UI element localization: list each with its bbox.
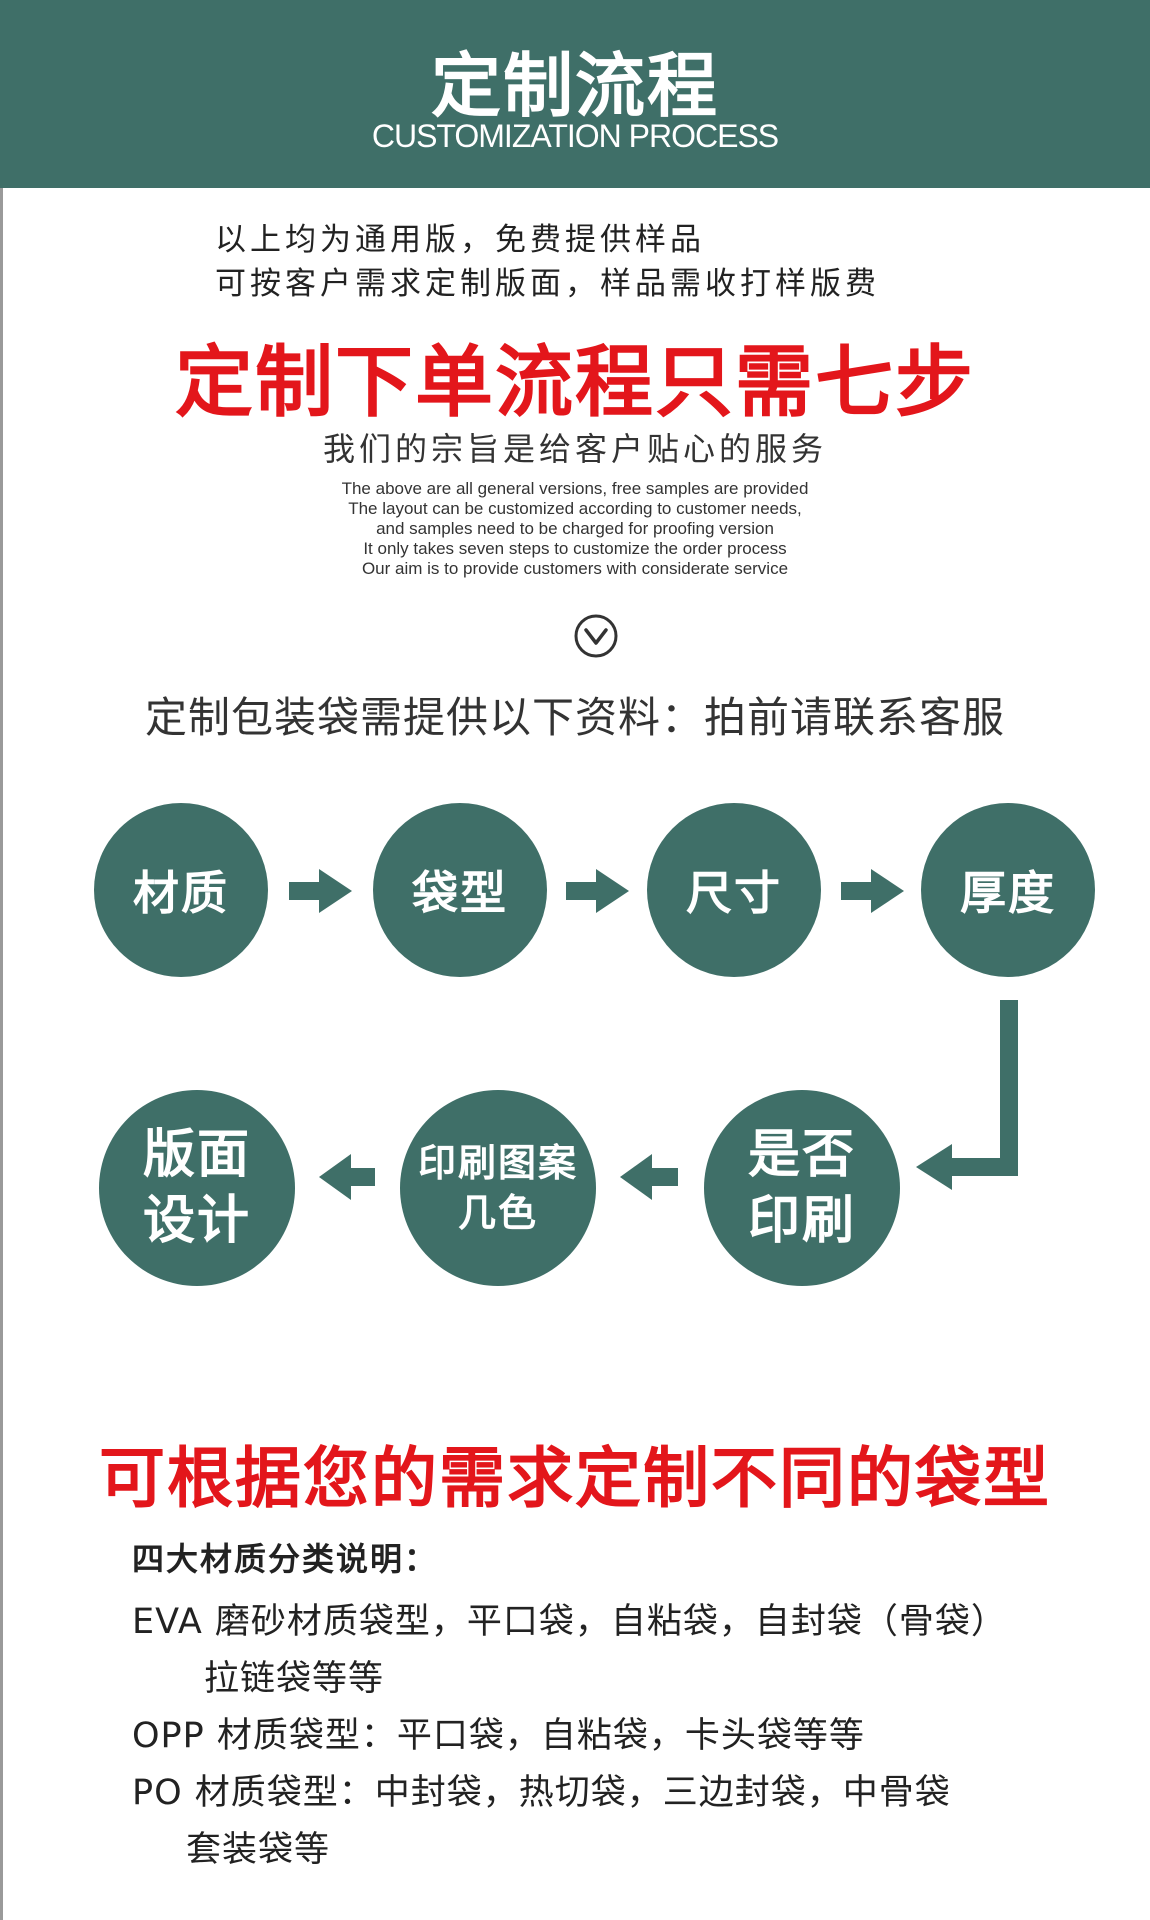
page-subtitle: CUSTOMIZATION PROCESS: [371, 118, 779, 154]
english-description: The above are all general versions, free…: [0, 479, 1150, 579]
english-line: It only takes seven steps to customize t…: [363, 539, 787, 558]
step-material: 材质: [94, 803, 268, 977]
step-label: 材质: [133, 866, 229, 920]
required-info-heading: 定制包装袋需提供以下资料：拍前请联系客服: [144, 693, 1005, 742]
materials-section: 四大材质分类说明： EVA 磨砂材质袋型，平口袋，自粘袋，自封袋（骨袋） 拉链袋…: [132, 1534, 1007, 1879]
step-label: 印刷: [747, 1191, 856, 1251]
material-eva-cont: 拉链袋等等: [204, 1659, 385, 1699]
step-bag-type: 袋型: [373, 803, 547, 977]
page-title: 定制流程: [431, 45, 719, 127]
service-aim: 我们的宗旨是给客户贴心的服务: [322, 430, 827, 468]
arrow-icon: [841, 869, 904, 913]
step-label: 袋型: [412, 866, 508, 920]
step-label: 尺寸: [686, 866, 782, 920]
material-po-cont: 套装袋等: [186, 1830, 331, 1870]
page-border: [0, 0, 3, 1920]
material-eva: EVA 磨砂材质袋型，平口袋，自粘袋，自封袋（骨袋）: [132, 1602, 1007, 1642]
english-line: and samples need to be charged for proof…: [376, 519, 774, 538]
material-po: PO 材质袋型：中封袋，热切袋，三边封袋，中骨袋: [132, 1773, 951, 1813]
materials-heading: 四大材质分类说明：: [132, 1540, 439, 1578]
step-label: 版面: [142, 1125, 251, 1185]
arrow-icon: [566, 869, 629, 913]
arrow-icon: [620, 1154, 678, 1200]
seven-steps-headline: 定制下单流程只需七步: [174, 338, 975, 428]
step-label: 几色: [457, 1191, 538, 1235]
step-label: 设计: [142, 1191, 251, 1251]
step-print-colors: 印刷图案 几色: [400, 1090, 596, 1286]
step-size: 尺寸: [647, 803, 821, 977]
material-opp: OPP 材质袋型：平口袋，自粘袋，卡头袋等等: [132, 1716, 865, 1756]
english-line: Our aim is to provide customers with con…: [361, 559, 789, 578]
intro-text: 以上均为通用版，免费提供样品 可按客户需求定制版面，样品需收打样版费: [215, 218, 880, 306]
arrow-icon: [289, 869, 352, 913]
header-banner: 定制流程 CUSTOMIZATION PROCESS: [0, 0, 1150, 188]
english-line: The layout can be customized according t…: [348, 499, 802, 518]
step-thickness: 厚度: [921, 803, 1095, 977]
step-label: 是否: [747, 1125, 856, 1185]
step-label: 厚度: [960, 866, 1056, 920]
arrow-icon: [916, 1000, 1018, 1190]
step-layout-design: 版面 设计: [99, 1090, 295, 1286]
custom-bag-headline: 可根据您的需求定制不同的袋型: [99, 1440, 1051, 1517]
arrow-icon: [319, 1154, 375, 1200]
step-label: 印刷图案: [417, 1141, 578, 1185]
chevron-down-circle-icon: [574, 614, 618, 658]
english-line: The above are all general versions, free…: [341, 479, 809, 498]
step-printing: 是否 印刷: [704, 1090, 900, 1286]
intro-line: 可按客户需求定制版面，样品需收打样版费: [215, 266, 880, 302]
intro-line: 以上均为通用版，免费提供样品: [215, 222, 705, 258]
